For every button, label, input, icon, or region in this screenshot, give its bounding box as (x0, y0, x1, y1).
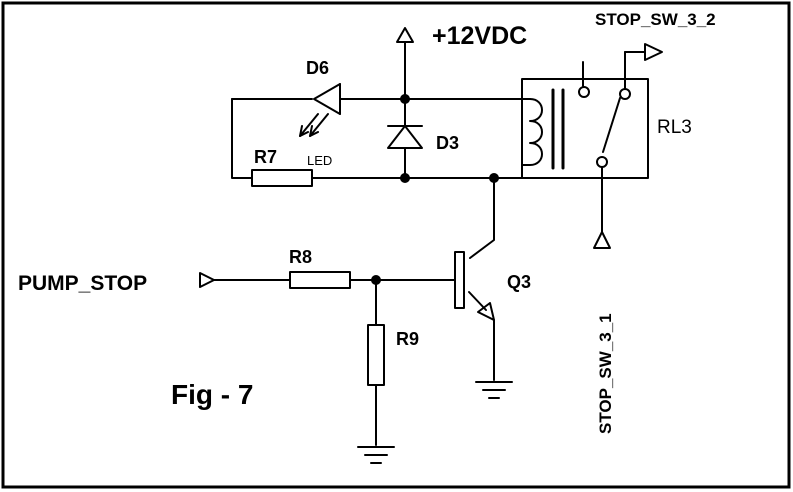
r7-label: R7 (254, 147, 277, 167)
pump-stop-label: PUMP_STOP (18, 272, 147, 295)
pump-stop-arrow (199, 272, 215, 288)
figure-label: Fig - 7 (171, 379, 253, 410)
resistor-r8 (289, 271, 351, 289)
stop-sw-in-arrow (593, 231, 611, 249)
r9-label: R9 (396, 329, 419, 349)
r8-label: R8 (289, 247, 312, 267)
stop-sw-in-label: STOP_SW_3_1 (596, 313, 615, 434)
led-d6 (299, 83, 341, 137)
ground-r9 (357, 446, 395, 464)
junction-top (400, 94, 410, 104)
supply-label: +12VDC (432, 22, 527, 50)
junction-d3-bottom (400, 173, 410, 183)
led-label: LED (307, 153, 332, 168)
q3-label: Q3 (507, 272, 531, 292)
resistor-r7 (251, 169, 313, 187)
stop-sw-out-label: STOP_SW_3_2 (595, 10, 716, 29)
ground-emitter (475, 381, 513, 399)
d3-label: D3 (436, 133, 459, 153)
relay-rl3 (521, 51, 649, 233)
diode-d3 (387, 98, 423, 179)
wire-left-loop (231, 98, 253, 179)
supply-arrow (396, 27, 414, 43)
transistor-q3 (454, 251, 495, 381)
d6-label: D6 (306, 58, 329, 78)
stop-sw-out-arrow (644, 43, 663, 61)
resistor-r9 (367, 324, 385, 386)
rl3-label: RL3 (657, 117, 692, 138)
wire-collector (469, 177, 495, 259)
